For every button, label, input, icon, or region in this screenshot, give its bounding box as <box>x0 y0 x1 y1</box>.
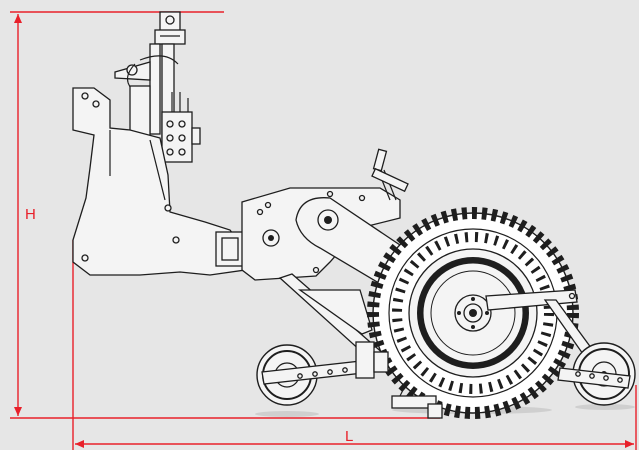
height-dimension-label: H <box>25 206 36 223</box>
right-wheel-arm <box>557 367 631 389</box>
length-dimension-label: L <box>345 428 354 445</box>
dimension-lines <box>10 11 637 450</box>
lever <box>371 148 409 201</box>
foot-plate <box>391 383 443 419</box>
main-tire <box>367 207 579 419</box>
left-wheel-arm <box>261 341 389 385</box>
